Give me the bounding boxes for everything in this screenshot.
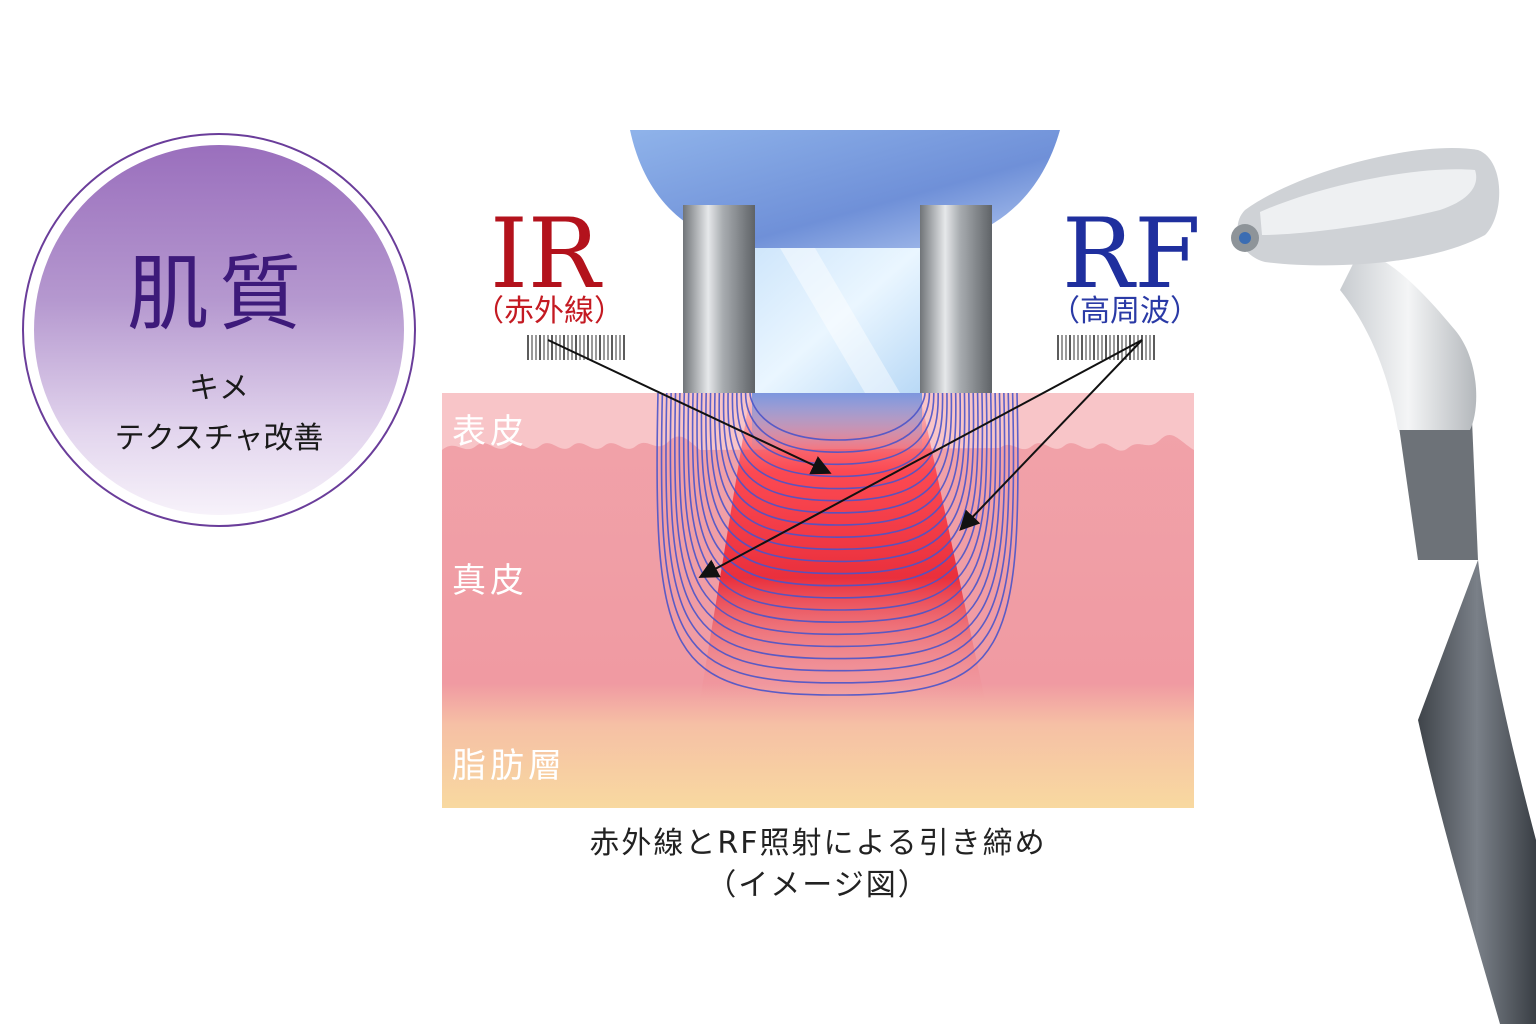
rf-field-loop (731, 393, 944, 490)
rf-sublabel: （高周波） (1050, 294, 1200, 329)
rf-field-loop (722, 393, 953, 514)
rf-field-loop (696, 393, 979, 587)
rf-field-loop (744, 393, 931, 453)
electrode-right (920, 205, 992, 393)
handpiece-grip (1340, 250, 1477, 430)
caption-line-1: 赤外線とRF照射による引き締め (589, 826, 1047, 861)
badge-fill: 肌質 キメ テクスチャ改善 (34, 145, 404, 515)
badge-line-1: キメ (189, 371, 249, 406)
ir-sublabel: （赤外線） (474, 294, 624, 329)
rf-field-loop (713, 393, 962, 538)
badge-circle: 肌質 キメ テクスチャ改善 (22, 133, 416, 527)
handpiece-device (1231, 148, 1536, 1024)
rf-field-loop (682, 393, 993, 623)
rf-field-loop (656, 393, 1019, 696)
rf-field-lines (656, 393, 1019, 696)
rf-field-loop (673, 393, 1002, 648)
caption-line-2: （イメージ図） (706, 868, 930, 903)
rf-field-loop (740, 393, 935, 466)
rf-field-loop (705, 393, 970, 563)
rf-field-loop (660, 393, 1015, 684)
rf-field-loop (678, 393, 997, 636)
layer-label-dermis: 真皮 (452, 561, 528, 601)
rf-field-loop (669, 393, 1006, 660)
electrode-left (683, 205, 755, 393)
badge-line-2: テクスチャ改善 (114, 421, 324, 456)
badge-title: 肌質 (126, 247, 311, 342)
ir-label: IR (490, 198, 601, 310)
ir-window (755, 248, 920, 393)
handpiece-cable (1418, 560, 1536, 1024)
layer-label-epidermis: 表皮 (452, 412, 528, 452)
rf-field-loop (687, 393, 988, 611)
rf-label: RF (1062, 198, 1201, 310)
rf-field-loop (709, 393, 966, 551)
layer-label-fat: 脂肪層 (452, 746, 566, 786)
handpiece-highlight (1260, 169, 1477, 235)
rf-arrow-left (698, 339, 1143, 578)
ir-beam (700, 395, 985, 700)
rf-emission-ticks (1057, 335, 1155, 360)
handpiece-collar (1398, 420, 1478, 560)
rf-field-loop (749, 393, 926, 441)
rf-arrow-right (959, 339, 1143, 531)
ir-emission-ticks (527, 335, 625, 360)
rf-field-loop (700, 393, 975, 575)
rf-tint (752, 393, 922, 453)
glass-reflection (780, 248, 900, 393)
ir-arrow (547, 339, 832, 475)
rf-field-loop (665, 393, 1010, 672)
rf-field-loop (718, 393, 957, 526)
handpiece-tip-lens (1239, 232, 1251, 244)
